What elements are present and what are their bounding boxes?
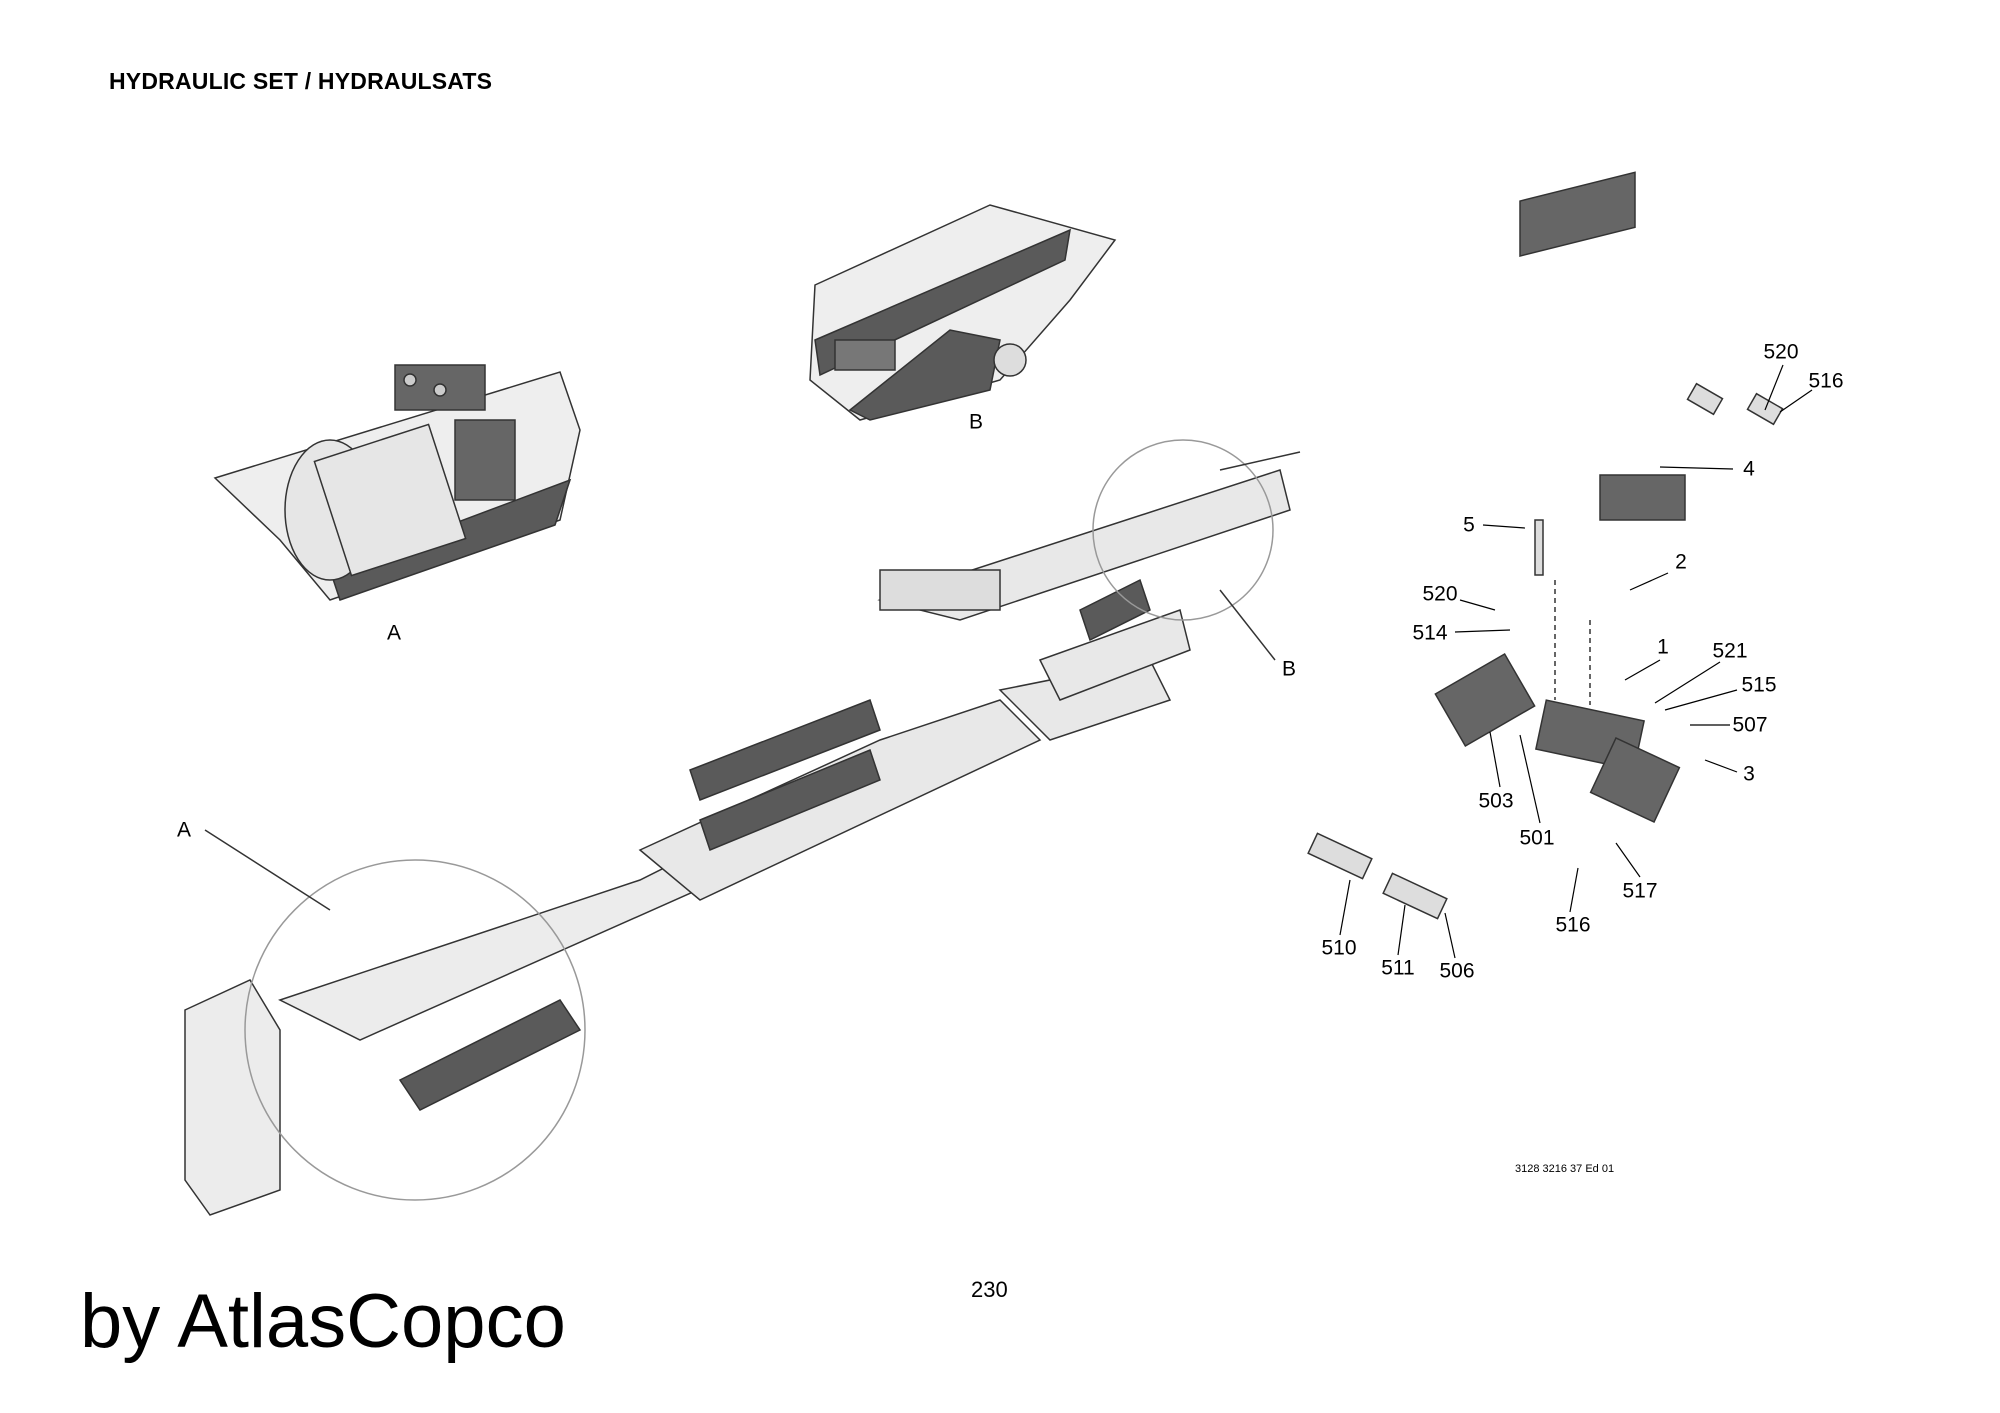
part-callout: 3 [1743, 762, 1755, 786]
part-callout: 507 [1732, 713, 1768, 737]
detail-b-label: B [968, 410, 984, 434]
part-callout: 510 [1321, 936, 1357, 960]
part-callout: 514 [1412, 621, 1448, 645]
detail-b-illustration [809, 204, 1117, 421]
callout-b-label: B [1281, 657, 1297, 681]
part-callout: 501 [1519, 826, 1555, 850]
boom-assembly-illustration [184, 439, 1301, 1216]
brand-watermark: by AtlasCopco [80, 1279, 566, 1364]
part-callout: 4 [1743, 457, 1755, 481]
part-callout: 511 [1381, 956, 1415, 980]
callout-leader-lines [1339, 364, 1813, 959]
part-callout: 1 [1657, 635, 1669, 659]
page-number: 230 [971, 1277, 1008, 1302]
part-callout: 520 [1422, 582, 1458, 606]
part-callout: 517 [1622, 879, 1658, 903]
part-callout: 5 [1463, 513, 1475, 537]
exploded-parts-illustration [1307, 171, 1784, 920]
part-callout: 516 [1555, 913, 1591, 937]
page-title: HYDRAULIC SET / HYDRAULSATS [109, 68, 493, 94]
part-callout: 520 [1763, 340, 1799, 364]
detail-a-label: A [386, 621, 402, 645]
document-number: 3128 3216 37 Ed 01 [1515, 1163, 1615, 1175]
detail-a-illustration [213, 364, 581, 601]
callout-a-label: A [176, 818, 192, 842]
part-callout: 2 [1675, 550, 1687, 574]
part-callout: 503 [1478, 789, 1514, 813]
part-callout: 521 [1712, 639, 1748, 663]
part-callout: 516 [1808, 369, 1844, 393]
part-callout: 515 [1741, 673, 1777, 697]
part-callout: 506 [1439, 959, 1475, 983]
